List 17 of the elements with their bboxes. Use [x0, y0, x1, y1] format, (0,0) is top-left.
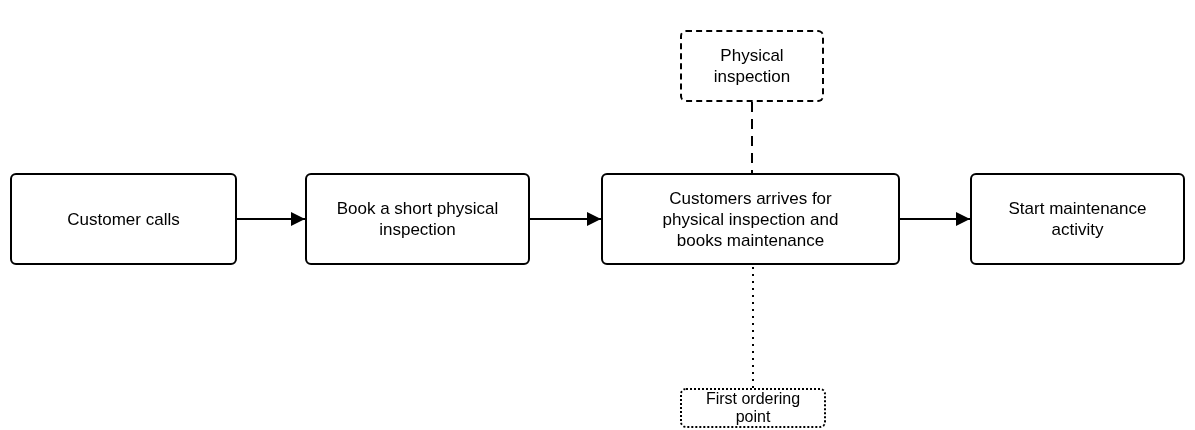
- box-label: Start maintenance activity: [1007, 198, 1148, 240]
- process-box: [680, 388, 826, 428]
- process-box: [970, 173, 1185, 265]
- connector: [751, 101, 753, 174]
- box-label: First ordering point: [704, 390, 802, 426]
- connector: [236, 212, 306, 226]
- box-label: Book a short physical inspection: [335, 198, 500, 240]
- box-label: Customer calls: [67, 208, 180, 230]
- process-box: [680, 30, 824, 102]
- process-box: [10, 173, 237, 265]
- box-label: Physical inspection: [712, 45, 792, 87]
- connector: [529, 212, 602, 226]
- process-box: [601, 173, 900, 265]
- process-box: [305, 173, 530, 265]
- connector: [899, 212, 971, 226]
- box-label: Customers arrives for physical inspection and books maintenance: [661, 187, 840, 251]
- connector: [752, 264, 754, 389]
